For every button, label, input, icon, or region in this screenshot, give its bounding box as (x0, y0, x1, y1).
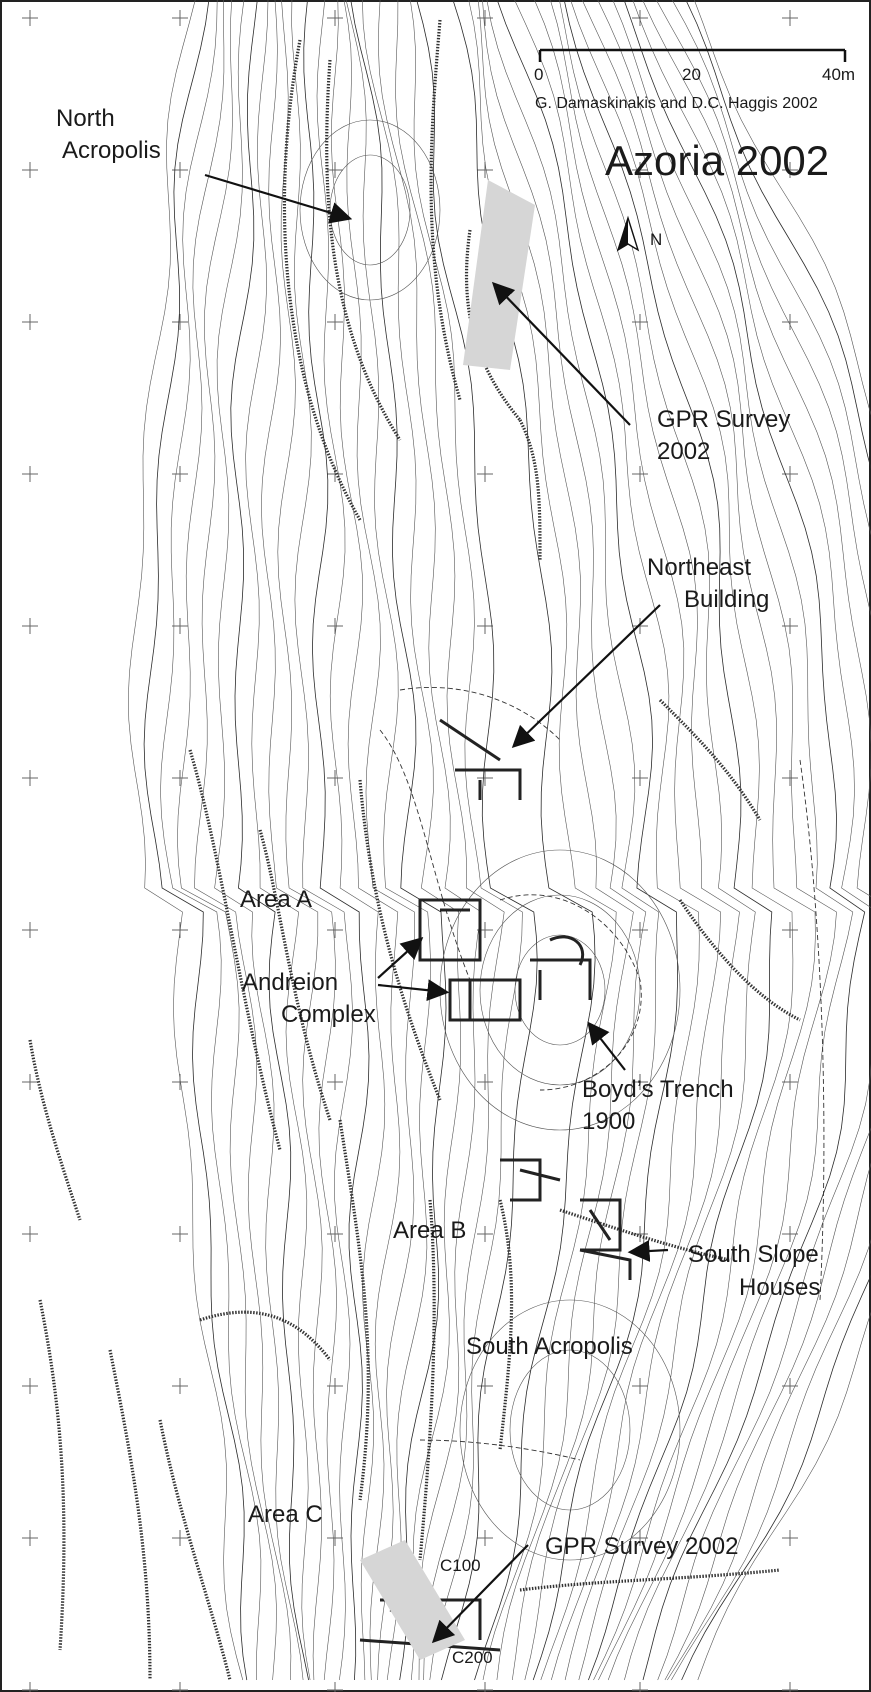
arrow-north-acropolis (204, 173, 353, 224)
label-south-acropolis: South Acropolis (466, 1333, 633, 1360)
label-gpr-south: GPR Survey 2002 (545, 1533, 738, 1560)
label-area-c: Area C (248, 1501, 323, 1528)
label-north-acropolis-line1: North (56, 105, 115, 132)
arrow-andreion-2 (377, 979, 450, 1002)
label-boyds-trench-line2: 1900 (582, 1108, 635, 1135)
label-gpr-north-line2: 2002 (657, 438, 710, 465)
scale-tick-20: 20 (682, 65, 701, 84)
north-arrow-icon (616, 215, 640, 252)
scale-tick-0: 0 (534, 65, 543, 84)
label-andreion-line1: Andreion (242, 969, 338, 996)
label-northeast-line1: Northeast (647, 554, 751, 581)
label-north-acropolis-line2: Acropolis (62, 137, 161, 164)
arrow-gpr-north (491, 281, 631, 426)
label-area-a: Area A (240, 886, 312, 913)
arrow-northeast-building (511, 604, 661, 749)
label-andreion-line2: Complex (281, 1001, 376, 1028)
map-title: Azoria 2002 (605, 137, 829, 184)
scale-tick-40m: 40m (822, 65, 855, 84)
label-gpr-north-line1: GPR Survey (657, 406, 790, 433)
label-northeast-line2: Building (684, 586, 769, 613)
label-area-b: Area B (393, 1217, 466, 1244)
arrow-gpr-south (431, 1544, 529, 1644)
arrow-south-slope (627, 1240, 669, 1263)
label-boyds-trench-line1: Boyd’s Trench (582, 1076, 734, 1103)
map-credit: G. Damaskinakis and D.C. Haggis 2002 (535, 95, 818, 112)
label-c100: C100 (440, 1556, 481, 1575)
gpr-zone-north (463, 180, 535, 370)
arrow-boyds-trench (587, 1021, 626, 1071)
scale-bar (538, 48, 847, 62)
label-south-slope-line2: Houses (739, 1274, 820, 1301)
contour-lines (127, 0, 871, 1681)
north-label: N (650, 230, 662, 249)
dashed-features (379, 687, 825, 1461)
arrow-andreion-1 (377, 937, 424, 979)
label-south-slope-line1: South Slope (688, 1241, 819, 1268)
label-c200: C200 (452, 1648, 493, 1667)
